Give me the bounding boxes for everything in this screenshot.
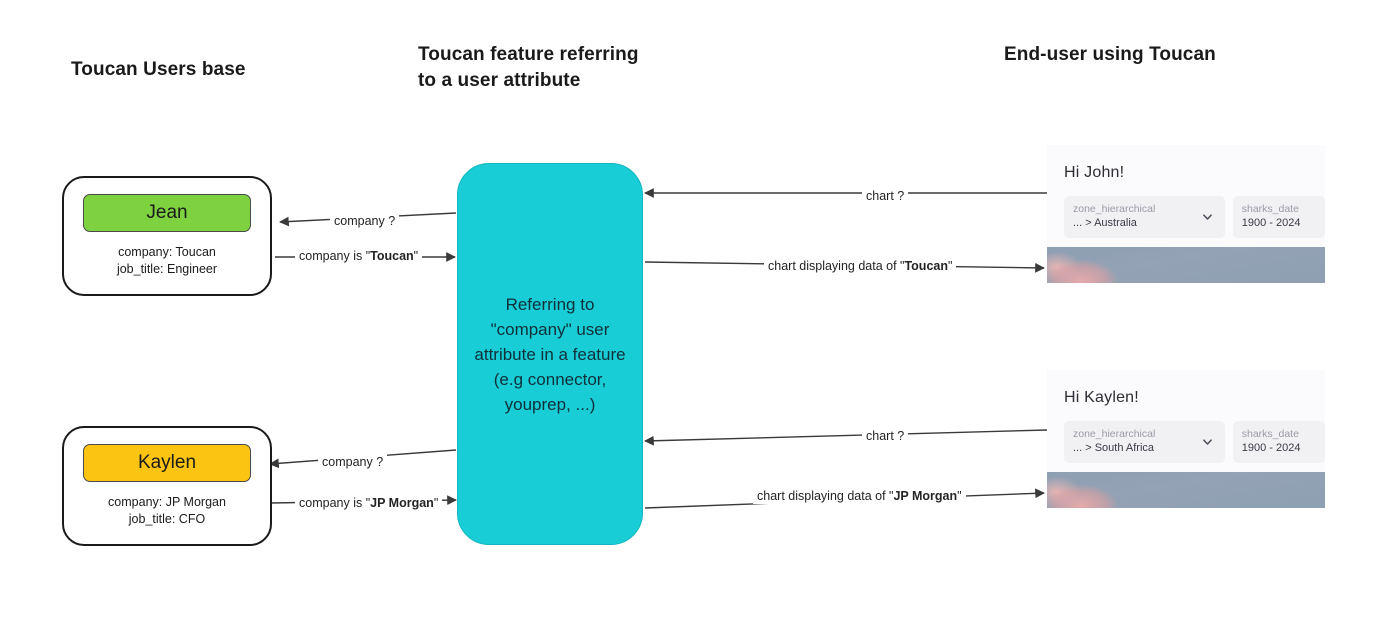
- edge-label-value: Toucan: [904, 259, 948, 273]
- edge-label-value: JP Morgan: [893, 489, 958, 503]
- edge-label-chart-result-top: chart displaying data of "Toucan": [764, 258, 957, 274]
- column-heading-feature-line2: to a user attribute: [418, 70, 581, 91]
- edge-label-prefix: company is ": [299, 496, 371, 510]
- edge-label-chart-query-bottom: chart ?: [862, 428, 909, 444]
- column-heading-feature-line1: Toucan feature referring: [418, 44, 639, 65]
- dashboard-greeting: Hi Kaylen!: [1064, 389, 1139, 406]
- user-attributes: company: JP Morgan job_title: CFO: [108, 494, 226, 528]
- date-filter-value: 1900 - 2024: [1241, 217, 1301, 229]
- edge-label-prefix: company is ": [299, 249, 371, 263]
- zone-hierarchical-filter[interactable]: zone_hierarchical ... > South Africa: [1064, 421, 1225, 463]
- user-name-badge: Kaylen: [83, 444, 251, 482]
- edge-label-chart-result-bottom: chart displaying data of "JP Morgan": [753, 488, 966, 504]
- date-filter-label: sharks_date: [1241, 428, 1299, 440]
- date-filter-label: sharks_date: [1241, 203, 1299, 215]
- edge-label-chart-query-top: chart ?: [862, 188, 909, 204]
- user-attributes: company: Toucan job_title: Engineer: [117, 244, 217, 278]
- column-heading-end-user: End-user using Toucan: [1004, 44, 1216, 65]
- edge-label-prefix: chart displaying data of ": [757, 489, 894, 503]
- user-card-jean: Jean company: Toucan job_title: Engineer: [62, 176, 272, 296]
- zone-hierarchical-filter[interactable]: zone_hierarchical ... > Australia: [1064, 196, 1225, 238]
- edge-label-suffix: ": [948, 259, 953, 273]
- edge-label-suffix: ": [433, 496, 439, 510]
- zone-filter-value: ... > Australia: [1073, 217, 1137, 229]
- column-heading-feature: Toucan feature referring to a user attri…: [418, 42, 718, 94]
- zone-filter-label: zone_hierarchical: [1073, 428, 1156, 440]
- user-attribute-job-title: job_title: Engineer: [116, 262, 218, 276]
- column-heading-users-base: Toucan Users base: [71, 59, 246, 80]
- edge-label-suffix: ": [413, 249, 419, 263]
- user-attribute-job-title: job_title: CFO: [128, 512, 206, 526]
- edge-label-company-query-top: company ?: [330, 213, 400, 229]
- edge-label-prefix: chart displaying data of ": [768, 259, 905, 273]
- edge-label-value: JP Morgan: [370, 496, 434, 510]
- edge-chart-query-bottom: [644, 429, 1048, 446]
- dashboard-hero-image: [1047, 247, 1325, 283]
- user-attribute-company: company: Toucan: [118, 245, 216, 259]
- edge-label-company-query-bottom: company ?: [318, 454, 388, 470]
- zone-filter-label: zone_hierarchical: [1073, 203, 1156, 215]
- chevron-down-icon[interactable]: [1202, 437, 1213, 448]
- user-attribute-company: company: JP Morgan: [108, 495, 226, 509]
- dashboard-card-john: Hi John! zone_hierarchical ... > Austral…: [1047, 145, 1325, 283]
- user-name-badge: Jean: [83, 194, 251, 232]
- edge-label-value: Toucan: [370, 249, 414, 263]
- edge-label-suffix: ": [957, 489, 962, 503]
- edge-label-company-answer-top: company is "Toucan": [295, 248, 423, 264]
- feature-box: Referring to "company" user attribute in…: [457, 163, 643, 545]
- chevron-down-icon[interactable]: [1202, 212, 1213, 223]
- dashboard-filter-bar: zone_hierarchical ... > South Africa sha…: [1047, 407, 1325, 463]
- date-filter-value: 1900 - 2024: [1241, 442, 1301, 454]
- dashboard-card-kaylen: Hi Kaylen! zone_hierarchical ... > South…: [1047, 370, 1325, 508]
- sharks-date-filter[interactable]: sharks_date 1900 - 2024: [1232, 196, 1325, 238]
- zone-filter-value: ... > South Africa: [1073, 442, 1155, 454]
- dashboard-filter-bar: zone_hierarchical ... > Australia sharks…: [1047, 182, 1325, 238]
- sharks-date-filter[interactable]: sharks_date 1900 - 2024: [1232, 421, 1325, 463]
- dashboard-greeting: Hi John!: [1064, 164, 1125, 181]
- user-card-kaylen: Kaylen company: JP Morgan job_title: CFO: [62, 426, 272, 546]
- dashboard-hero-image: [1047, 472, 1325, 508]
- edge-label-company-answer-bottom: company is "JP Morgan": [295, 495, 443, 511]
- feature-box-text: Referring to "company" user attribute in…: [474, 294, 626, 414]
